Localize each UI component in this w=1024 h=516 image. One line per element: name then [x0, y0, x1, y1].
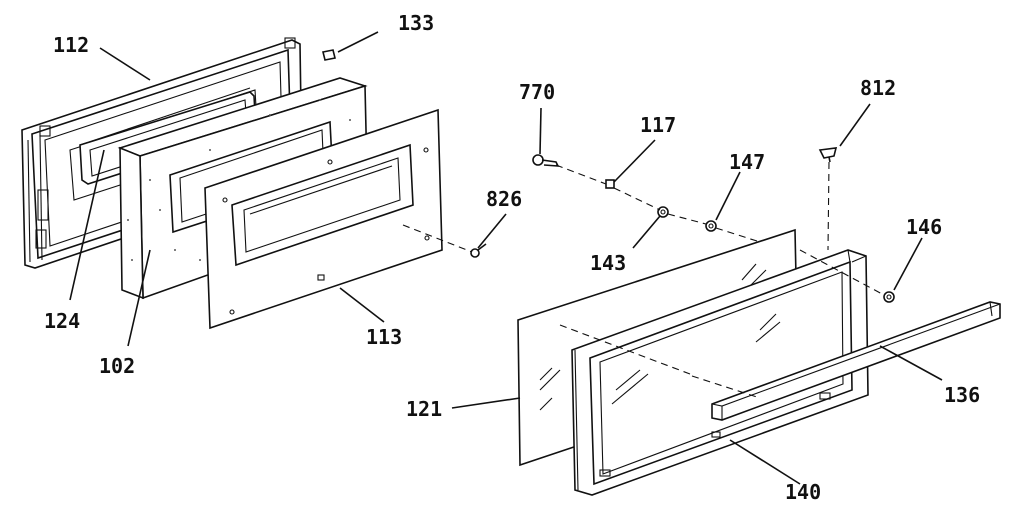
- callout-147: 147: [729, 150, 765, 174]
- hardware-147-washer: [705, 220, 717, 232]
- callout-121: 121: [406, 397, 442, 421]
- callout-117: 117: [640, 113, 676, 137]
- hardware-770-screw: [532, 154, 560, 167]
- assembly-lines: [402, 161, 885, 399]
- part-140-outer-frame: [571, 249, 869, 496]
- callout-113: 113: [366, 325, 402, 349]
- leader-lines: [69, 31, 943, 485]
- hardware-812-screw: [818, 147, 838, 163]
- callout-133: 133: [398, 11, 434, 35]
- hardware-146-washer: [883, 291, 895, 303]
- callout-140: 140: [785, 480, 821, 504]
- callout-labels: 112 133 124 102 113 826 770 117 147 812 …: [44, 11, 980, 504]
- part-113-front-panel: [204, 108, 443, 330]
- callout-770: 770: [519, 80, 555, 104]
- callout-146: 146: [906, 215, 942, 239]
- callout-124: 124: [44, 309, 80, 333]
- hardware-117-clip: [605, 179, 615, 189]
- hardware-826-screw: [470, 243, 487, 258]
- part-136-handle: [711, 301, 1001, 421]
- part-102-insulation: [117, 77, 369, 300]
- callout-143: 143: [590, 251, 626, 275]
- callout-102: 102: [99, 354, 135, 378]
- callout-812: 812: [860, 76, 896, 100]
- hardware-133-clip: [322, 49, 336, 61]
- hardware-143-washer: [657, 206, 669, 218]
- callout-112: 112: [53, 33, 89, 57]
- callout-136: 136: [944, 383, 980, 407]
- callout-826: 826: [486, 187, 522, 211]
